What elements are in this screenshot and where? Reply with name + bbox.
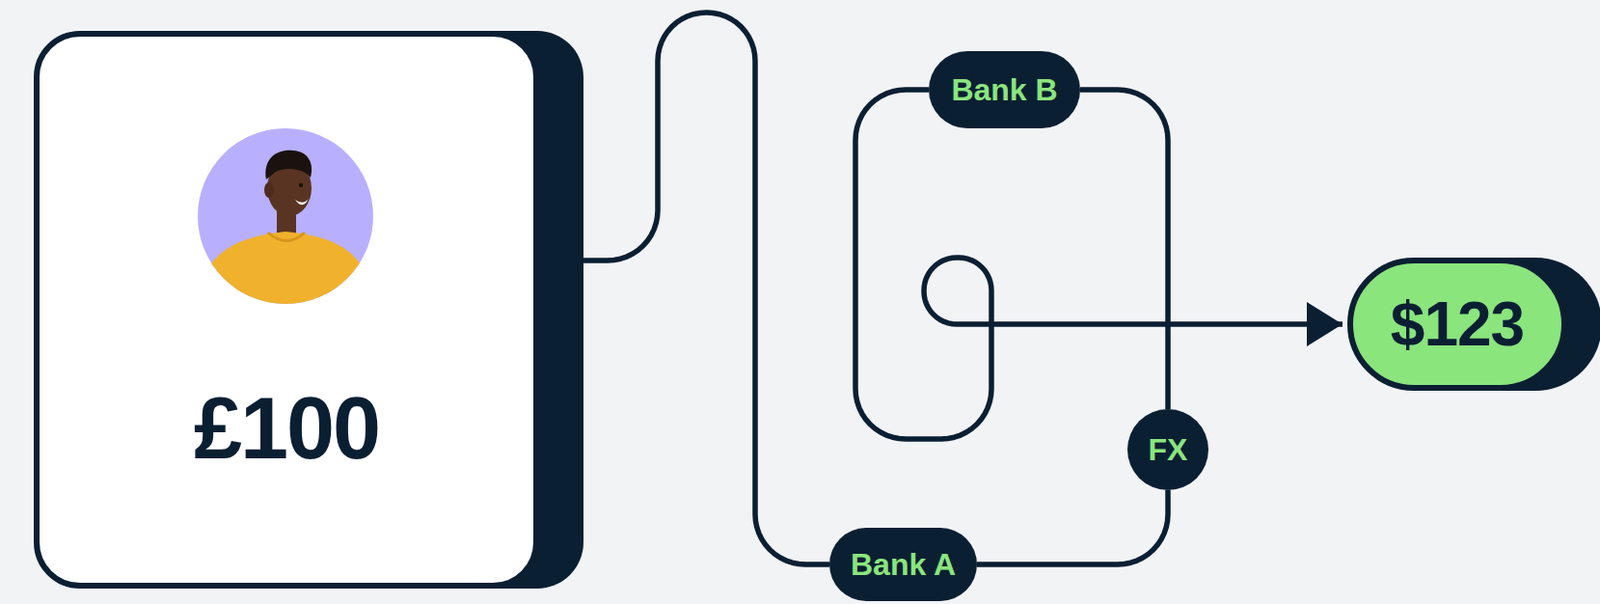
person-neck	[276, 204, 297, 238]
sender-card: £100	[33, 30, 540, 589]
node-label: Bank A	[850, 548, 956, 580]
shirt-collar	[268, 232, 305, 242]
flow-connector	[976, 489, 1168, 565]
person-head	[267, 160, 312, 217]
person-smile	[295, 198, 309, 205]
amount-pill: $123	[1347, 257, 1568, 391]
node-label: FX	[1148, 433, 1189, 465]
bank-pill: Bank B	[928, 51, 1081, 129]
person-eye	[298, 183, 303, 188]
person-shirt	[192, 231, 379, 319]
node-label: $123	[1390, 293, 1524, 355]
flow-connector	[855, 89, 1343, 439]
person-hair	[265, 150, 312, 180]
node-label: £100	[193, 384, 380, 472]
node-label: Bank B	[950, 74, 1058, 106]
fx-circle: FX	[1127, 408, 1209, 490]
person-figure	[192, 150, 379, 319]
flow-connector	[539, 12, 830, 565]
person-ear	[264, 182, 274, 198]
avatar-background	[197, 128, 374, 304]
bank-pill: Bank A	[829, 527, 977, 601]
flow-connector	[1080, 89, 1168, 409]
